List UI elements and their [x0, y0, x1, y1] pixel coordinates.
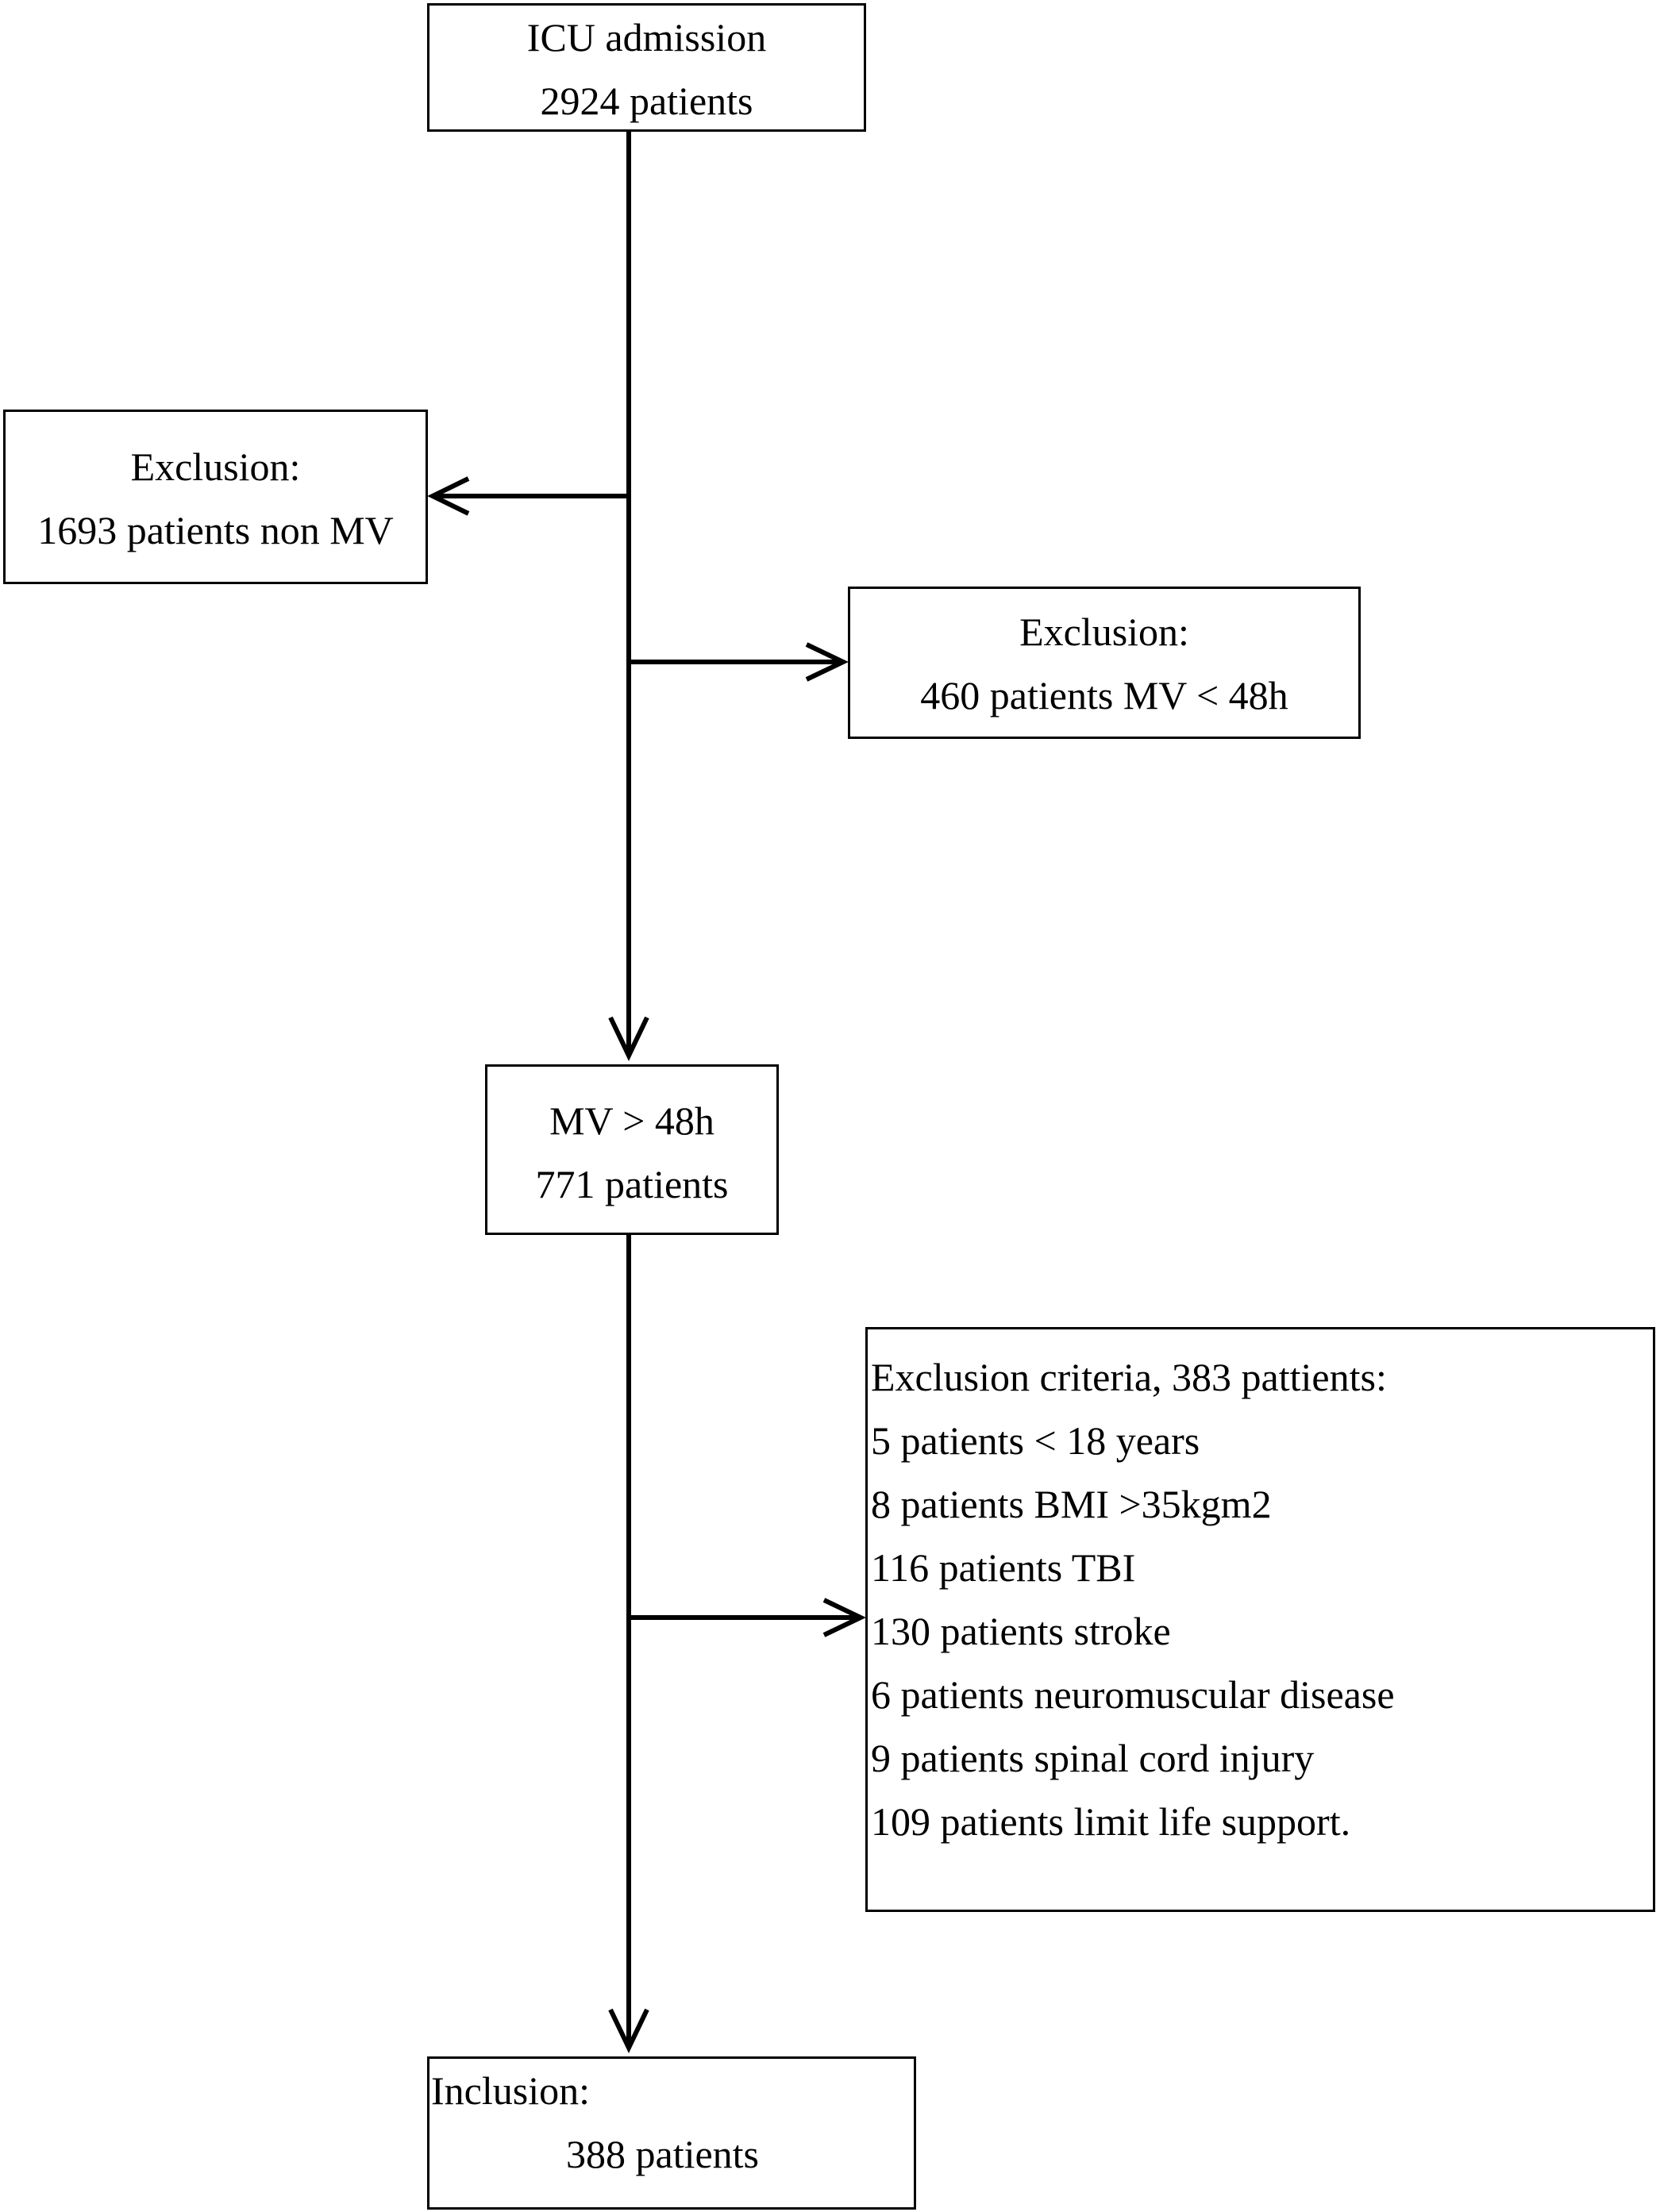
exclusion-non-mv-box: Exclusion: 1693 patients non MV: [3, 410, 428, 584]
exclusion-mv-lt-48h-detail: 460 patients MV < 48h: [920, 673, 1288, 717]
exclusion-criteria-item: 116 patients TBI: [871, 1545, 1136, 1590]
icu-admission-box: ICU admission 2924 patients: [427, 3, 866, 132]
arrowhead-to-exclusion-mv-lt-48h: [805, 642, 849, 682]
arrowhead-to-exclusion-non-mv: [427, 476, 470, 516]
inclusion-title: Inclusion:: [431, 2068, 590, 2113]
arrowhead-to-inclusion: [608, 2008, 649, 2053]
exclusion-criteria-item: 5 patients < 18 years: [871, 1418, 1200, 1463]
inclusion-count: 388 patients: [566, 2132, 760, 2176]
exclusion-criteria-item: 6 patients neuromuscular disease: [871, 1672, 1395, 1717]
exclusion-criteria-title: Exclusion criteria, 383 pattients:: [871, 1355, 1387, 1399]
exclusion-mv-lt-48h-box: Exclusion: 460 patients MV < 48h: [848, 587, 1361, 739]
exclusion-non-mv-title: Exclusion:: [130, 444, 301, 489]
exclusion-criteria-box: Exclusion criteria, 383 pattients: 5 pat…: [865, 1327, 1655, 1912]
icu-admission-count: 2924 patients: [540, 79, 753, 123]
exclusion-non-mv-detail: 1693 patients non MV: [37, 508, 394, 552]
exclusion-criteria-item: 8 patients BMI >35kgm2: [871, 1482, 1272, 1526]
arrowhead-to-mv48: [608, 1016, 649, 1061]
exclusion-criteria-item: 130 patients stroke: [871, 1609, 1171, 1653]
mv-gt-48h-box: MV > 48h 771 patients: [485, 1064, 779, 1235]
mv-gt-48h-count: 771 patients: [535, 1162, 729, 1206]
mv-gt-48h-title: MV > 48h: [549, 1098, 714, 1143]
icu-admission-title: ICU admission: [526, 15, 767, 60]
exclusion-mv-lt-48h-title: Exclusion:: [1019, 610, 1189, 654]
exclusion-criteria-item: 109 patients limit life support.: [871, 1799, 1351, 1844]
inclusion-box: Inclusion: 388 patients: [427, 2056, 916, 2210]
exclusion-criteria-item: 9 patients spinal cord injury: [871, 1736, 1315, 1780]
arrowhead-to-exclusion-criteria: [822, 1598, 866, 1637]
